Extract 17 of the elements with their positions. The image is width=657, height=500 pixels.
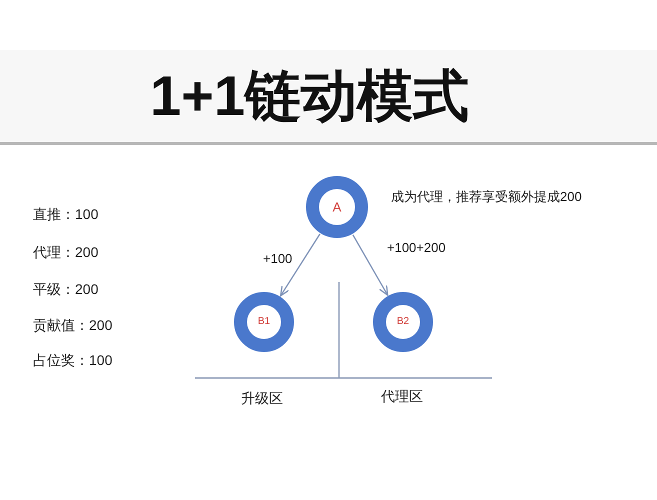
ring-node (234, 292, 294, 352)
node-label: B2 (396, 317, 410, 327)
note-text: 成为代理，推荐享受额外提成200 (391, 188, 582, 206)
arrow (352, 234, 388, 296)
node-label: B1 (258, 317, 270, 327)
arrow (280, 234, 320, 296)
node-label: A (332, 200, 342, 214)
ring-node (306, 176, 368, 238)
zone-label: 代理区 (381, 387, 423, 405)
value-label: 贡献值：200 (33, 316, 112, 334)
value-label: 代理：200 (33, 243, 98, 261)
value-label: 直推：100 (33, 205, 98, 223)
ring-node (373, 292, 433, 352)
title: 1+1链动模式 (150, 64, 469, 128)
zone-label: 升级区 (241, 389, 283, 407)
value-label: 占位奖：100 (33, 351, 112, 369)
value-label: 平级：200 (33, 280, 98, 298)
